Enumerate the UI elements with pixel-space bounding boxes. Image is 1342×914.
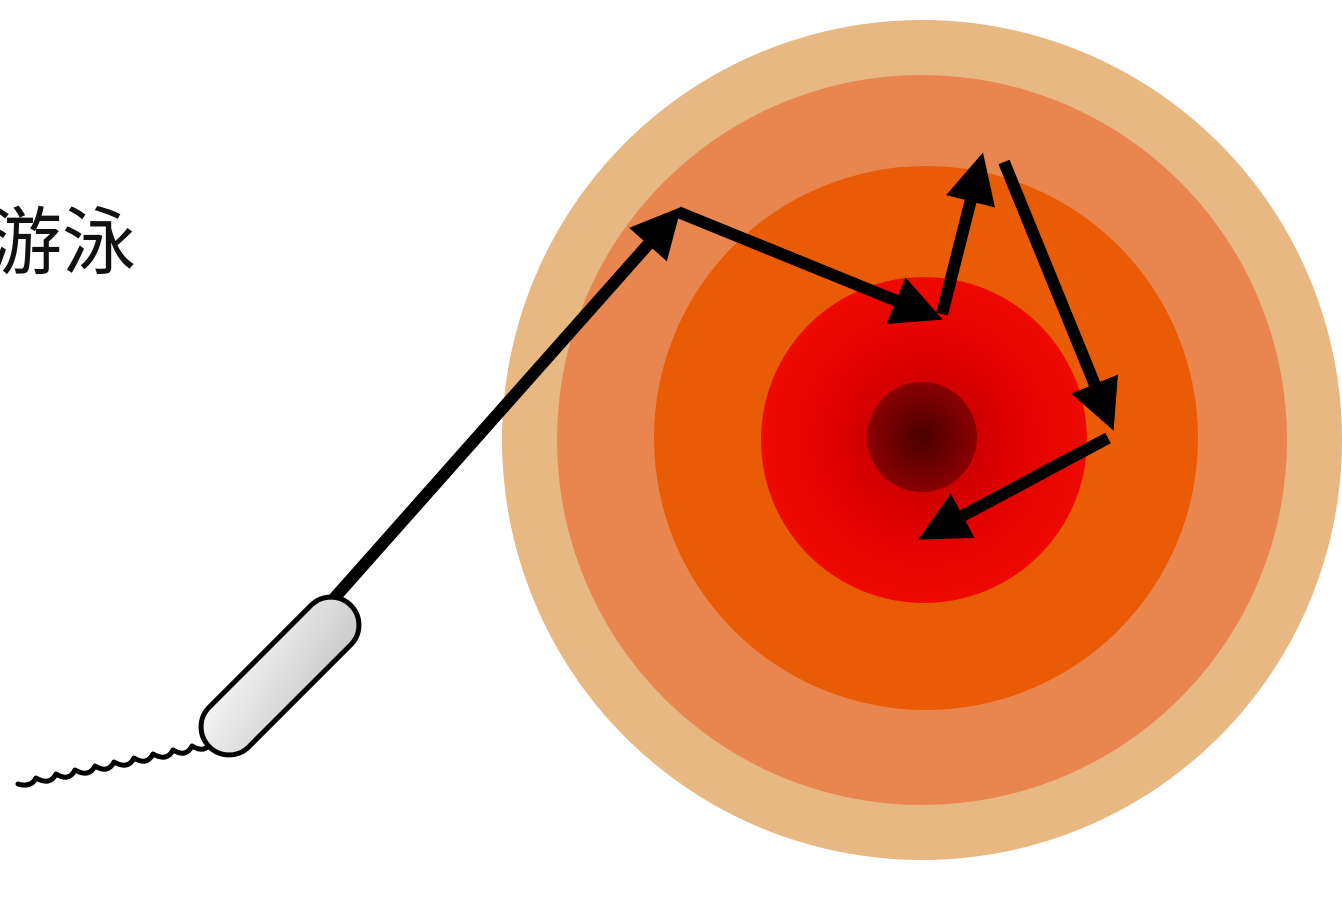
bacterium-cell-icon xyxy=(189,585,370,766)
core-disk xyxy=(867,382,977,492)
flagellum-wave-icon xyxy=(18,742,232,785)
